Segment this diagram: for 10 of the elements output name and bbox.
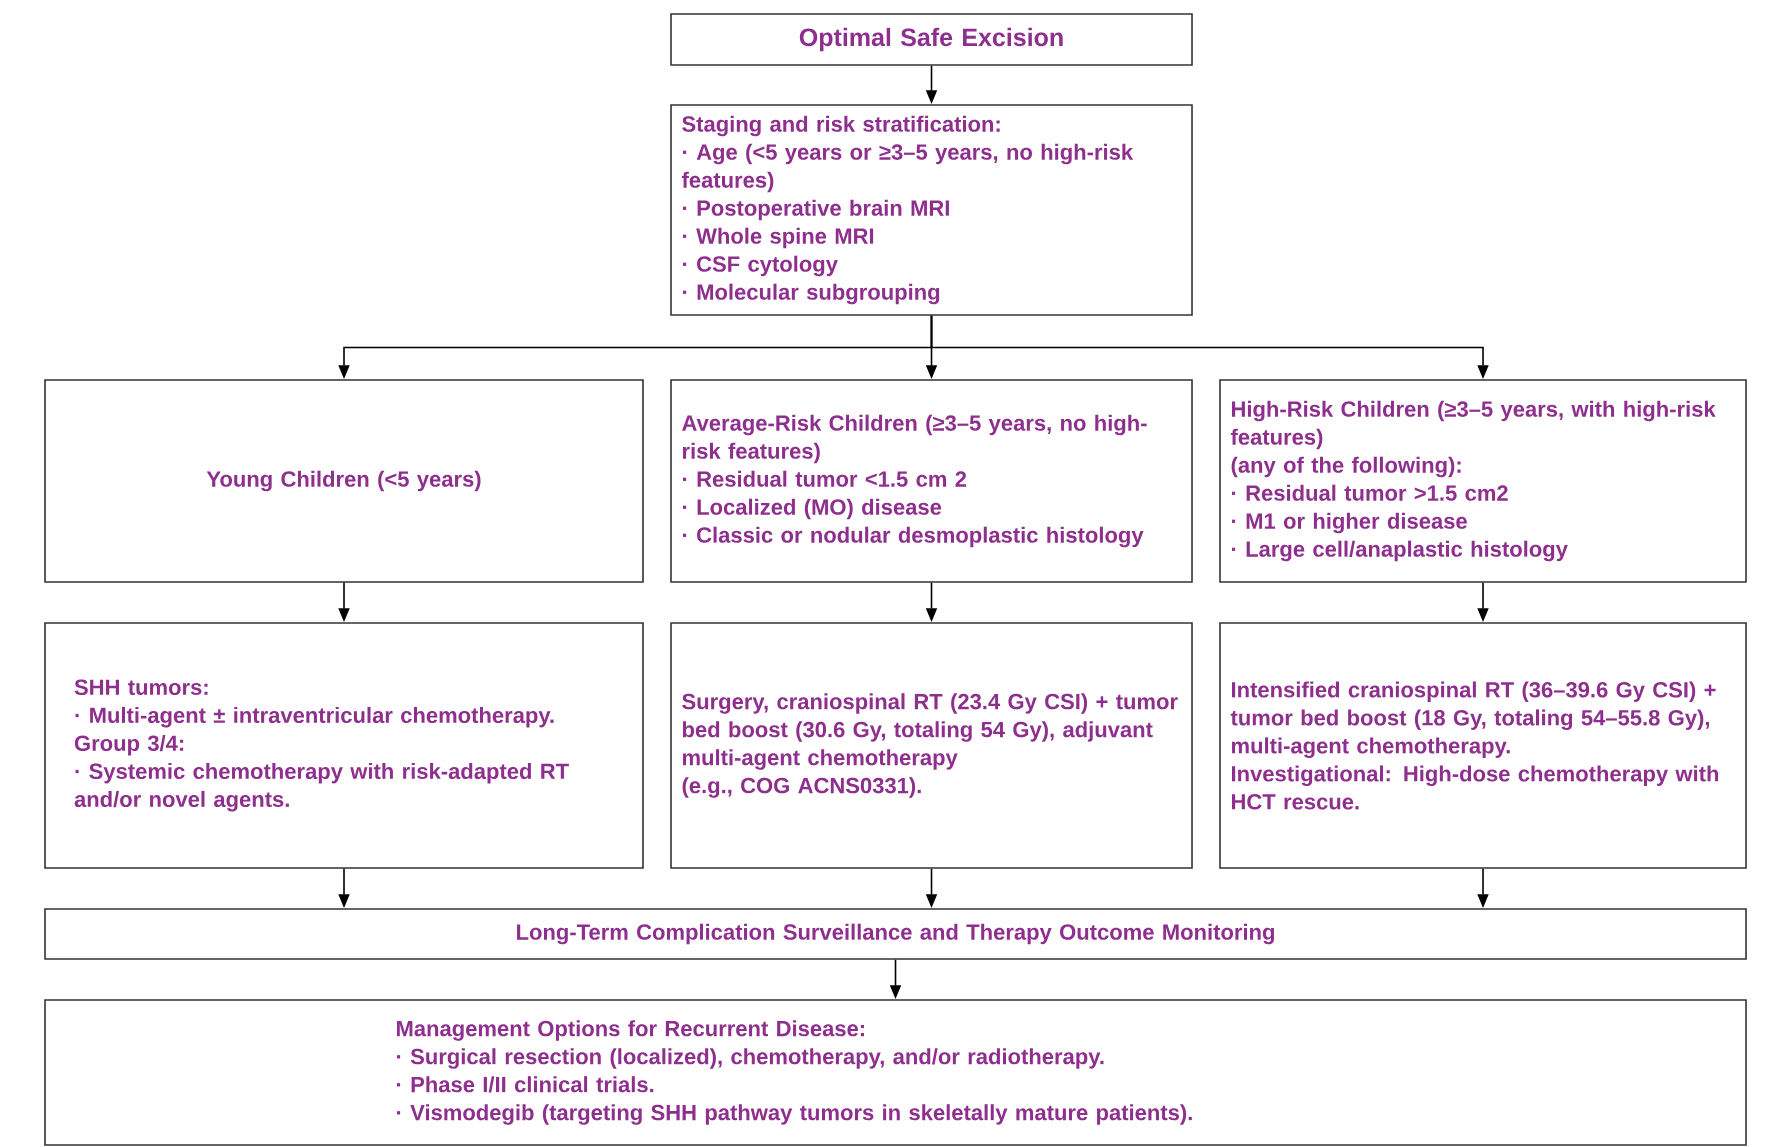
process-box: Staging and risk stratification: · Age (<5 years or ≥3–5 years, no high-risk features) · Postoperative brain MRI · Whole spine MRI · CSF cytology · Molecular subgrouping	[670, 104, 1193, 316]
process-box: Long-Term Complication Surveillance and Therapy Outcome Monitoring	[44, 908, 1747, 960]
process-box: SHH tumors: · Multi-agent ± intraventricular chemotherapy. Group 3/4: · Systemic chemotherapy with risk-adapted RT and/or novel agents.	[44, 622, 644, 869]
process-box: Management Options for Recurrent Disease: · Surgical resection (localized), chemotherapy, and/or radiotherapy. · Phase I/II clinical trials. · Vismodegib (targeting SHH pathway tumors in skeletally mature patients).	[44, 999, 1747, 1146]
process-box: Intensified craniospinal RT (36–39.6 Gy CSI) + tumor bed boost (18 Gy, totaling 54–55.8 Gy), multi-agent chemotherapy. Investigational: High-dose chemotherapy with HCT rescue.	[1219, 622, 1747, 869]
process-box: Average-Risk Children (≥3–5 years, no high-risk features) · Residual tumor <1.5 cm 2 · Localized (MO) disease · Classic or nodular desmoplastic histology	[670, 379, 1193, 583]
title-box: Optimal Safe Excision	[670, 13, 1193, 66]
process-box: High-Risk Children (≥3–5 years, with high-risk features) (any of the following): · Residual tumor >1.5 cm2 · M1 or higher disease · Large cell/anaplastic histology	[1219, 379, 1747, 583]
process-box: Surgery, craniospinal RT (23.4 Gy CSI) + tumor bed boost (30.6 Gy, totaling 54 Gy), adjuvant multi-agent chemotherapy (e.g., COG ACNS0331).	[670, 622, 1193, 869]
process-box: Young Children (<5 years)	[44, 379, 644, 583]
